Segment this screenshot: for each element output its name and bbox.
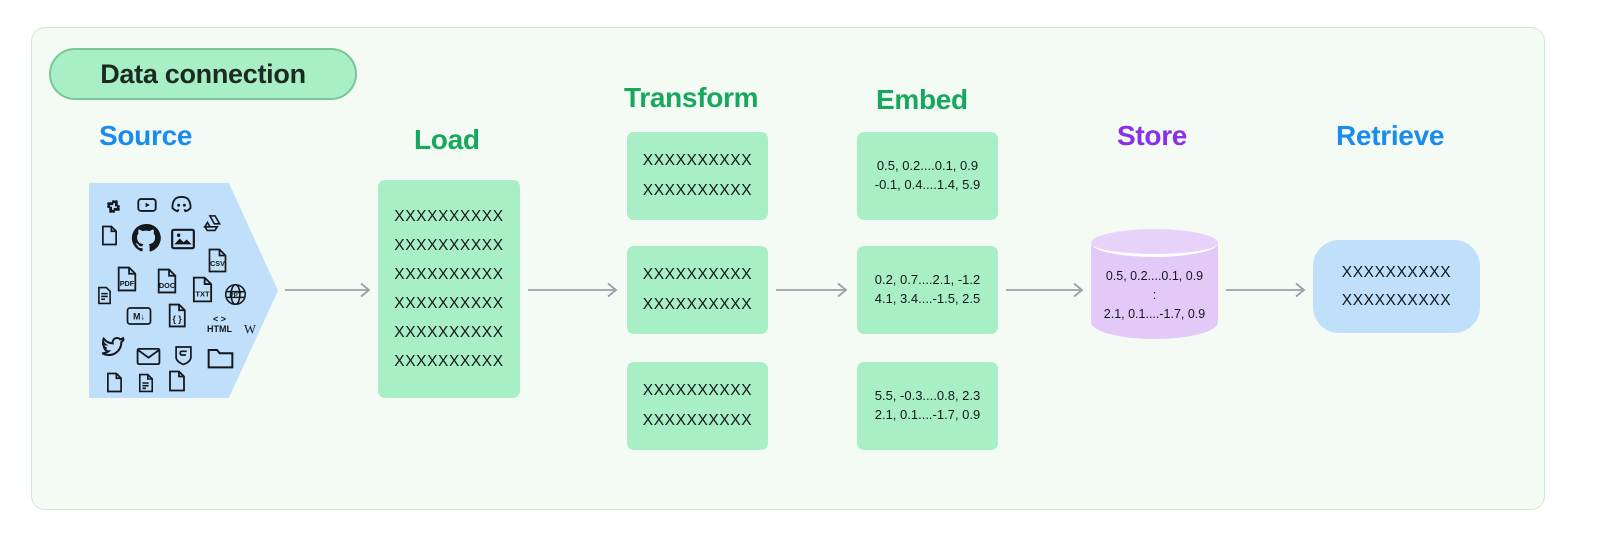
pdf-file-icon: PDF [115, 266, 139, 292]
data-connection-panel [31, 27, 1545, 510]
load-line: XXXXXXXXXX [394, 207, 504, 225]
store-vector-line: 2.1, 0.1....-1.7, 0.9 [1103, 306, 1206, 321]
youtube-icon [136, 194, 158, 216]
svg-text:W: W [244, 323, 256, 337]
svg-text:TXT: TXT [195, 290, 210, 299]
column-header-retrieve: Retrieve [1336, 120, 1445, 151]
markdown-icon: M↓ [126, 306, 152, 326]
column-header-transform: Transform [624, 82, 759, 113]
svg-text:PPT: PPT [229, 292, 241, 299]
load-line: XXXXXXXXXX [394, 294, 504, 312]
twitter-icon [101, 335, 125, 357]
file-text-icon [138, 373, 154, 393]
embed-vector-line: 2.1, 0.1....-1.7, 0.9 [874, 407, 981, 422]
column-header-store: Store [1117, 120, 1188, 151]
embed-box: 5.5, -0.3....0.8, 2.3 2.1, 0.1....-1.7, … [857, 362, 998, 450]
embed-vector-line: 4.1, 3.4....-1.5, 2.5 [874, 291, 981, 306]
arrow-embed-to-store [1006, 278, 1088, 302]
transform-line: XXXXXXXXXX [642, 382, 753, 399]
folder-icon [207, 347, 234, 370]
document-lines-icon [97, 286, 112, 305]
csv-file-icon: CSV [206, 248, 229, 273]
column-header-load: Load [414, 124, 480, 155]
load-line: XXXXXXXXXX [394, 236, 504, 254]
source-icon-grid: CSV PDF DOC TXT PPT M↓ { } < >HTML W [93, 192, 256, 393]
retrieve-line: XXXXXXXXXX [1341, 263, 1452, 281]
transform-box: XXXXXXXXXX XXXXXXXXXX [627, 362, 768, 450]
transform-line: XXXXXXXXXX [642, 182, 753, 199]
data-connection-badge: Data connection [49, 48, 357, 100]
load-box: XXXXXXXXXX XXXXXXXXXX XXXXXXXXXX XXXXXXX… [378, 180, 520, 398]
css-icon [174, 345, 193, 366]
arrow-store-to-retrieve [1226, 278, 1310, 302]
store-database-cylinder: 0.5, 0.2....0.1, 0.9 : 2.1, 0.1....-1.7,… [1091, 229, 1218, 353]
doc-file-icon: DOC [155, 268, 179, 294]
google-drive-icon [203, 214, 222, 232]
embed-vector-line: 5.5, -0.3....0.8, 2.3 [874, 388, 981, 404]
embed-vector-line: 0.2, 0.7....2.1, -1.2 [874, 272, 981, 288]
html-icon: < >HTML [207, 314, 232, 335]
store-vector-text: 0.5, 0.2....0.1, 0.9 : 2.1, 0.1....-1.7,… [1091, 267, 1218, 323]
svg-text:{ }: { } [172, 314, 182, 324]
svg-text:PDF: PDF [120, 279, 135, 288]
transform-line: XXXXXXXXXX [642, 296, 753, 313]
txt-file-icon: TXT [190, 276, 215, 303]
github-icon [130, 222, 162, 254]
column-header-source: Source [99, 120, 193, 151]
arrow-load-to-transform [528, 278, 622, 302]
column-header-embed: Embed [876, 84, 968, 115]
load-line: XXXXXXXXXX [394, 352, 504, 370]
image-icon [170, 226, 196, 252]
transform-box: XXXXXXXXXX XXXXXXXXXX [627, 132, 768, 220]
wikipedia-icon: W [241, 321, 259, 337]
file-icon [101, 225, 118, 246]
embed-vector-line: -0.1, 0.4....1.4, 5.9 [874, 177, 981, 192]
json-icon: { } [167, 303, 188, 328]
discord-icon [170, 195, 193, 215]
embed-vector-line: 0.5, 0.2....0.1, 0.9 [876, 158, 979, 174]
transform-box: XXXXXXXXXX XXXXXXXXXX [627, 246, 768, 334]
slack-icon [105, 198, 122, 215]
transform-line: XXXXXXXXXX [642, 266, 753, 283]
retrieve-line: XXXXXXXXXX [1341, 291, 1452, 309]
file-corner-icon [168, 370, 186, 392]
transform-line: XXXXXXXXXX [642, 152, 753, 169]
load-line: XXXXXXXXXX [394, 265, 504, 283]
badge-label: Data connection [100, 58, 306, 89]
cylinder-body [1091, 243, 1218, 339]
arrow-source-to-load [285, 278, 375, 302]
email-icon [136, 347, 161, 366]
store-vector-line: 0.5, 0.2....0.1, 0.9 [1105, 269, 1204, 283]
svg-text:M↓: M↓ [133, 312, 145, 322]
retrieve-box: XXXXXXXXXX XXXXXXXXXX [1313, 240, 1480, 333]
cylinder-top-ellipse [1091, 229, 1218, 257]
svg-text:CSV: CSV [210, 259, 225, 268]
arrow-transform-to-embed [776, 278, 852, 302]
store-vector-ellipsis: : [1152, 287, 1157, 302]
file-blank-icon [106, 372, 123, 393]
svg-text:DOC: DOC [159, 281, 176, 290]
ppt-file-icon: PPT [224, 283, 247, 306]
embed-box: 0.2, 0.7....2.1, -1.2 4.1, 3.4....-1.5, … [857, 246, 998, 334]
transform-line: XXXXXXXXXX [642, 412, 753, 429]
embed-box: 0.5, 0.2....0.1, 0.9 -0.1, 0.4....1.4, 5… [857, 132, 998, 220]
load-line: XXXXXXXXXX [394, 323, 504, 341]
